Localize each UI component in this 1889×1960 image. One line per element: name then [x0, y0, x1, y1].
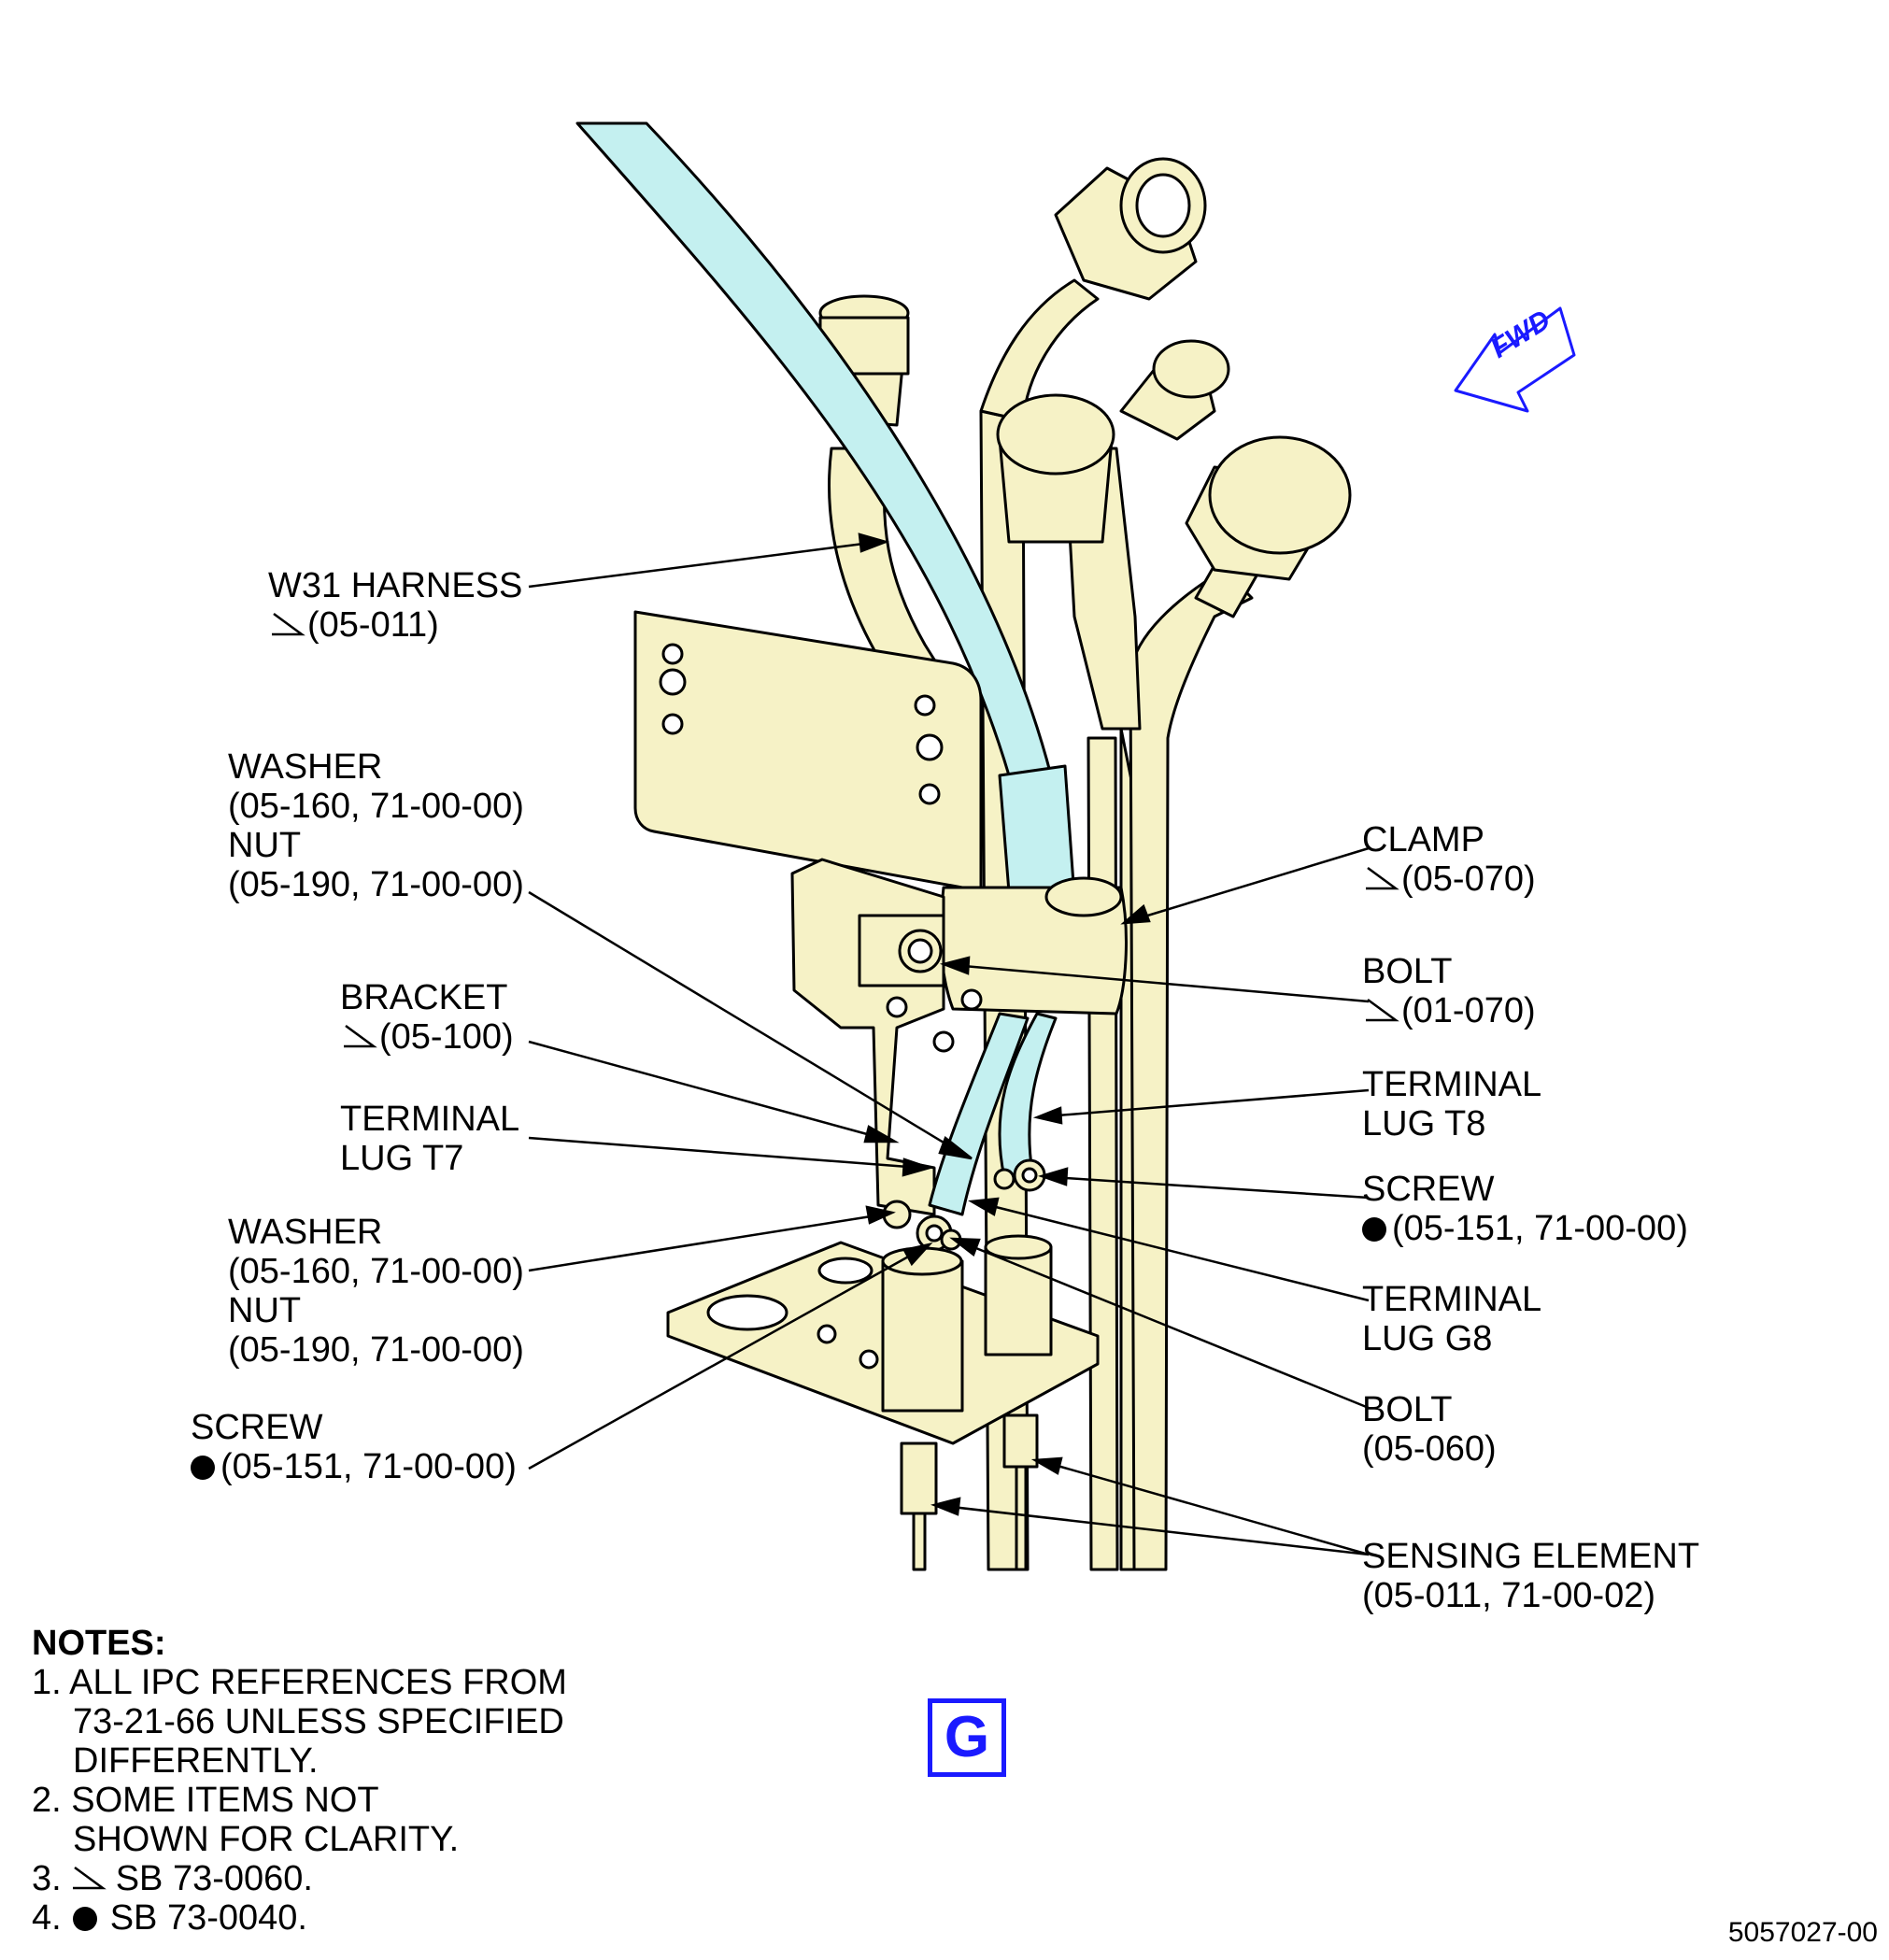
- callout-bolt-upper: BOLT (01-070): [1362, 952, 1536, 1030]
- sb-triangle-icon: [1366, 866, 1399, 890]
- callout-w31-harness-title: W31 HARNESS: [268, 566, 523, 605]
- callout-screw-right: SCREW (05-151, 71-00-00): [1362, 1170, 1688, 1248]
- sb-dot-icon: [191, 1456, 215, 1480]
- screw-right-title: SCREW: [1362, 1170, 1495, 1209]
- screw-right-ref: (05-151, 71-00-00): [1392, 1209, 1688, 1248]
- sb-triangle-icon: [344, 1024, 377, 1048]
- note-3-number: 3.: [32, 1859, 62, 1898]
- g8-line1: TERMINAL: [1362, 1280, 1542, 1319]
- view-letter-badge: G: [928, 1698, 1006, 1777]
- sensing-ref: (05-011, 71-00-02): [1362, 1576, 1656, 1615]
- washer-upper-ref: (05-160, 71-00-00): [228, 787, 524, 826]
- center-fitting: [996, 339, 1230, 731]
- t7-line1: TERMINAL: [340, 1100, 520, 1139]
- note-1-line3: DIFFERENTLY.: [73, 1741, 319, 1781]
- nut-upper-title: NUT: [228, 826, 302, 865]
- note-1-line2: 73-21-66 UNLESS SPECIFIED: [73, 1702, 564, 1741]
- sb-triangle-icon: [72, 1866, 107, 1890]
- nut-lower-ref: (05-190, 71-00-00): [228, 1330, 524, 1370]
- bracket-part: [790, 858, 983, 1216]
- note-2-line1: 2. SOME ITEMS NOT: [32, 1781, 379, 1820]
- terminal-hardware: [882, 1158, 1046, 1252]
- mounting-plate: [633, 610, 1016, 903]
- note-2-line2: SHOWN FOR CLARITY.: [73, 1820, 460, 1859]
- fwd-arrow: [1454, 306, 1576, 413]
- note-3-text: SB 73-0060.: [115, 1859, 313, 1898]
- callout-w31-harness-ref: (05-011): [307, 605, 439, 645]
- clamp-opening: [1044, 876, 1123, 917]
- callout-w31-harness: W31 HARNESS (05-011): [268, 566, 522, 645]
- bracket-title: BRACKET: [340, 978, 508, 1017]
- sb-dot-icon: [72, 1907, 97, 1931]
- bolt-lower-ref: (05-060): [1362, 1429, 1497, 1469]
- nut-lower-title: NUT: [228, 1291, 302, 1330]
- right-tube-nut: [1185, 435, 1352, 618]
- sb-dot-icon: [1362, 1217, 1386, 1242]
- sb-triangle-icon: [1366, 998, 1399, 1022]
- callout-terminal-lug-t8: TERMINAL LUG T8: [1362, 1065, 1541, 1143]
- bolt-lower-title: BOLT: [1362, 1390, 1453, 1429]
- callout-washer-nut-upper: WASHER (05-160, 71-00-00) NUT (05-190, 7…: [228, 747, 524, 904]
- leader-lines: [528, 533, 1370, 1556]
- note-4: 4. SB 73-0040.: [32, 1898, 567, 1938]
- note-4-text: SB 73-0040.: [109, 1898, 307, 1938]
- bolt-upper-title: BOLT: [1362, 952, 1453, 991]
- t7-line2: LUG T7: [340, 1139, 464, 1178]
- notes-title: NOTES:: [32, 1624, 166, 1663]
- washer-lower-ref: (05-160, 71-00-00): [228, 1252, 524, 1291]
- sensing-title: SENSING ELEMENT: [1362, 1537, 1700, 1576]
- screw-left-ref: (05-151, 71-00-00): [220, 1447, 517, 1486]
- nut-upper-ref: (05-190, 71-00-00): [228, 865, 524, 904]
- clamp-ref: (05-070): [1401, 859, 1536, 899]
- callout-clamp: CLAMP (05-070): [1362, 820, 1536, 899]
- t8-line2: LUG T8: [1362, 1104, 1486, 1143]
- sensing-sleeves: [881, 1234, 1053, 1413]
- harness-sleeve: [998, 764, 1076, 899]
- washer-upper-title: WASHER: [228, 747, 383, 787]
- screw-left-title: SCREW: [191, 1408, 323, 1447]
- callout-sensing-element: SENSING ELEMENT (05-011, 71-00-02): [1362, 1537, 1699, 1615]
- lower-harness-wires: [928, 1012, 1058, 1216]
- callout-bolt-lower: BOLT (05-060): [1362, 1390, 1497, 1469]
- note-4-number: 4.: [32, 1898, 62, 1938]
- bracket-ref: (05-100): [379, 1017, 514, 1057]
- callout-terminal-lug-t7: TERMINAL LUG T7: [340, 1100, 519, 1178]
- callout-screw-left: SCREW (05-151, 71-00-00): [191, 1408, 517, 1486]
- callout-terminal-lug-g8: TERMINAL LUG G8: [1362, 1280, 1541, 1358]
- sb-triangle-icon: [272, 612, 305, 636]
- washer-lower-title: WASHER: [228, 1213, 383, 1252]
- note-1-line1: 1. ALL IPC REFERENCES FROM: [32, 1663, 567, 1702]
- bolt-upper-ref: (01-070): [1401, 991, 1536, 1030]
- drawing-number: 5057027-00: [1727, 1917, 1878, 1948]
- notes-block: NOTES: 1. ALL IPC REFERENCES FROM 73-21-…: [32, 1624, 567, 1938]
- callout-bracket: BRACKET (05-100): [340, 978, 514, 1057]
- clamp-title: CLAMP: [1362, 820, 1484, 859]
- callout-washer-nut-lower: WASHER (05-160, 71-00-00) NUT (05-190, 7…: [228, 1213, 524, 1370]
- g8-line2: LUG G8: [1362, 1319, 1493, 1358]
- note-3: 3. SB 73-0060.: [32, 1859, 567, 1898]
- upper-bent-tube: [979, 157, 1207, 422]
- t8-line1: TERMINAL: [1362, 1065, 1542, 1104]
- sensing-leads: [900, 1413, 1039, 1571]
